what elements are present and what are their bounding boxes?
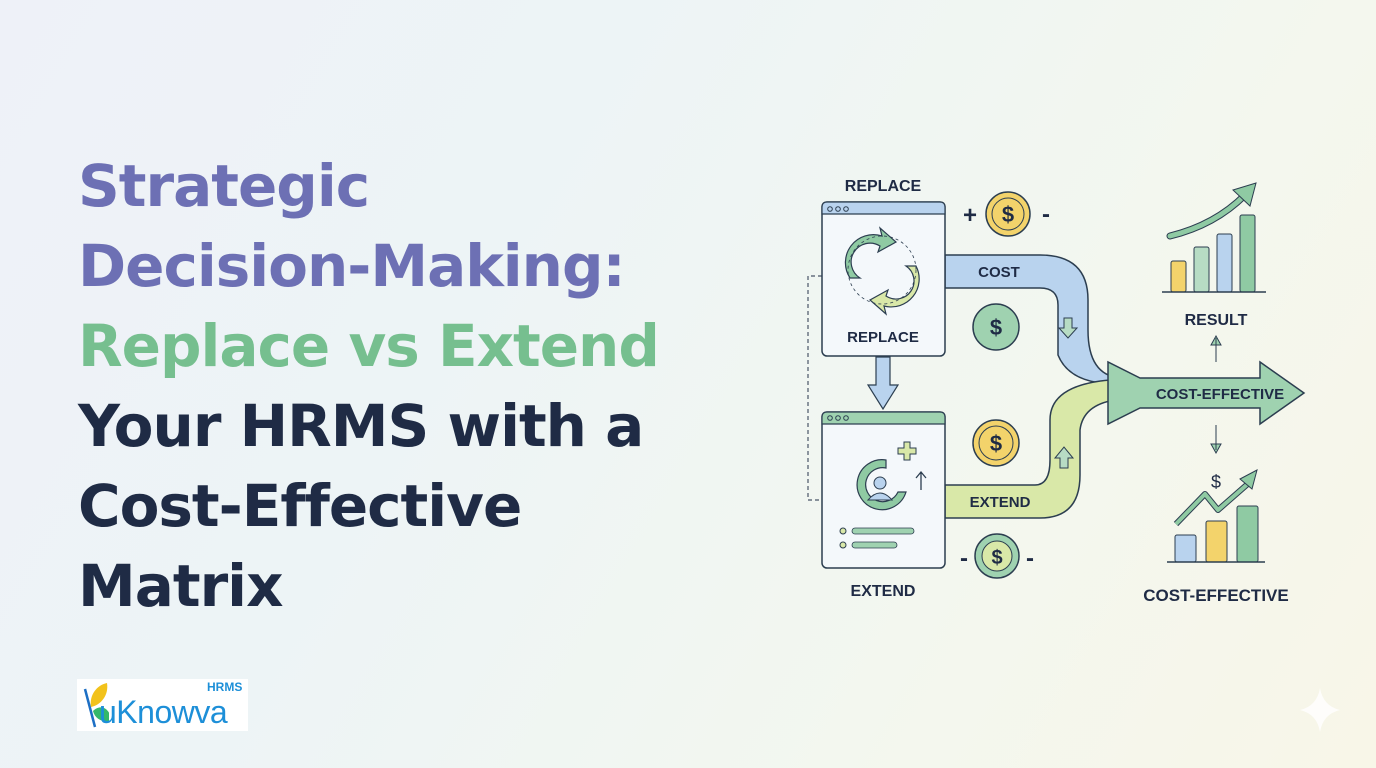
minus-sign: - (1026, 545, 1034, 572)
down-arrow-icon (866, 356, 900, 411)
cost-band (944, 254, 1121, 385)
uknowva-logo: HRMS uKnowva (77, 679, 248, 731)
main-arrow-label: COST-EFFECTIVE (1156, 386, 1284, 403)
down-arrow-icon (1057, 317, 1079, 339)
result-label: RESULT (1185, 312, 1248, 329)
logo-sub: HRMS (207, 680, 243, 694)
refresh-cycle-icon (844, 226, 920, 316)
minus-sign: - (960, 545, 968, 572)
replace-window: REPLACE (821, 201, 946, 357)
extend-label: EXTEND (851, 583, 916, 600)
coin-icon: $ (972, 419, 1020, 467)
title-line: Replace vs Extend (78, 312, 660, 380)
cost-effective-label: COST-EFFECTIVE (1143, 586, 1288, 605)
title-line: Cost-Effective (78, 472, 522, 540)
svg-text:$: $ (990, 315, 1002, 340)
extend-band-label: EXTEND (970, 494, 1031, 511)
title-line: Decision-Making: (78, 232, 626, 300)
cost-effective-chart-icon: $ (1167, 469, 1265, 563)
svg-text:$: $ (990, 431, 1002, 456)
replace-window-label: REPLACE (847, 329, 919, 346)
plus-sign: + (963, 202, 977, 229)
svg-text:$: $ (1002, 202, 1014, 227)
user-extend-icon (856, 441, 927, 511)
title-line: Matrix (78, 552, 283, 620)
coin-icon: $ (972, 303, 1020, 351)
page-title: Strategic Decision-Making: Replace vs Ex… (78, 146, 660, 626)
leaf-logo-icon (83, 683, 109, 728)
coin-icon: $ (974, 533, 1020, 579)
logo-brand: uKnowva (99, 694, 228, 730)
dashed-connector (807, 275, 822, 501)
up-arrow-icon (1210, 334, 1222, 362)
up-arrow-icon (1053, 446, 1075, 469)
dollar-sign: $ (1211, 472, 1221, 492)
coin-icon: $ (985, 191, 1031, 237)
replace-heading: REPLACE (845, 178, 922, 195)
sparkle-icon (1300, 688, 1340, 732)
extend-window (821, 411, 946, 569)
svg-text:$: $ (991, 547, 1002, 569)
result-chart-icon (1162, 182, 1266, 293)
cost-band-label: COST (978, 264, 1020, 281)
title-line: Your HRMS with a (78, 392, 644, 460)
cost-effective-arrow (1107, 360, 1306, 426)
title-line: Strategic (78, 152, 370, 220)
down-arrow-icon (1210, 425, 1222, 455)
minus-sign: - (1042, 201, 1050, 228)
